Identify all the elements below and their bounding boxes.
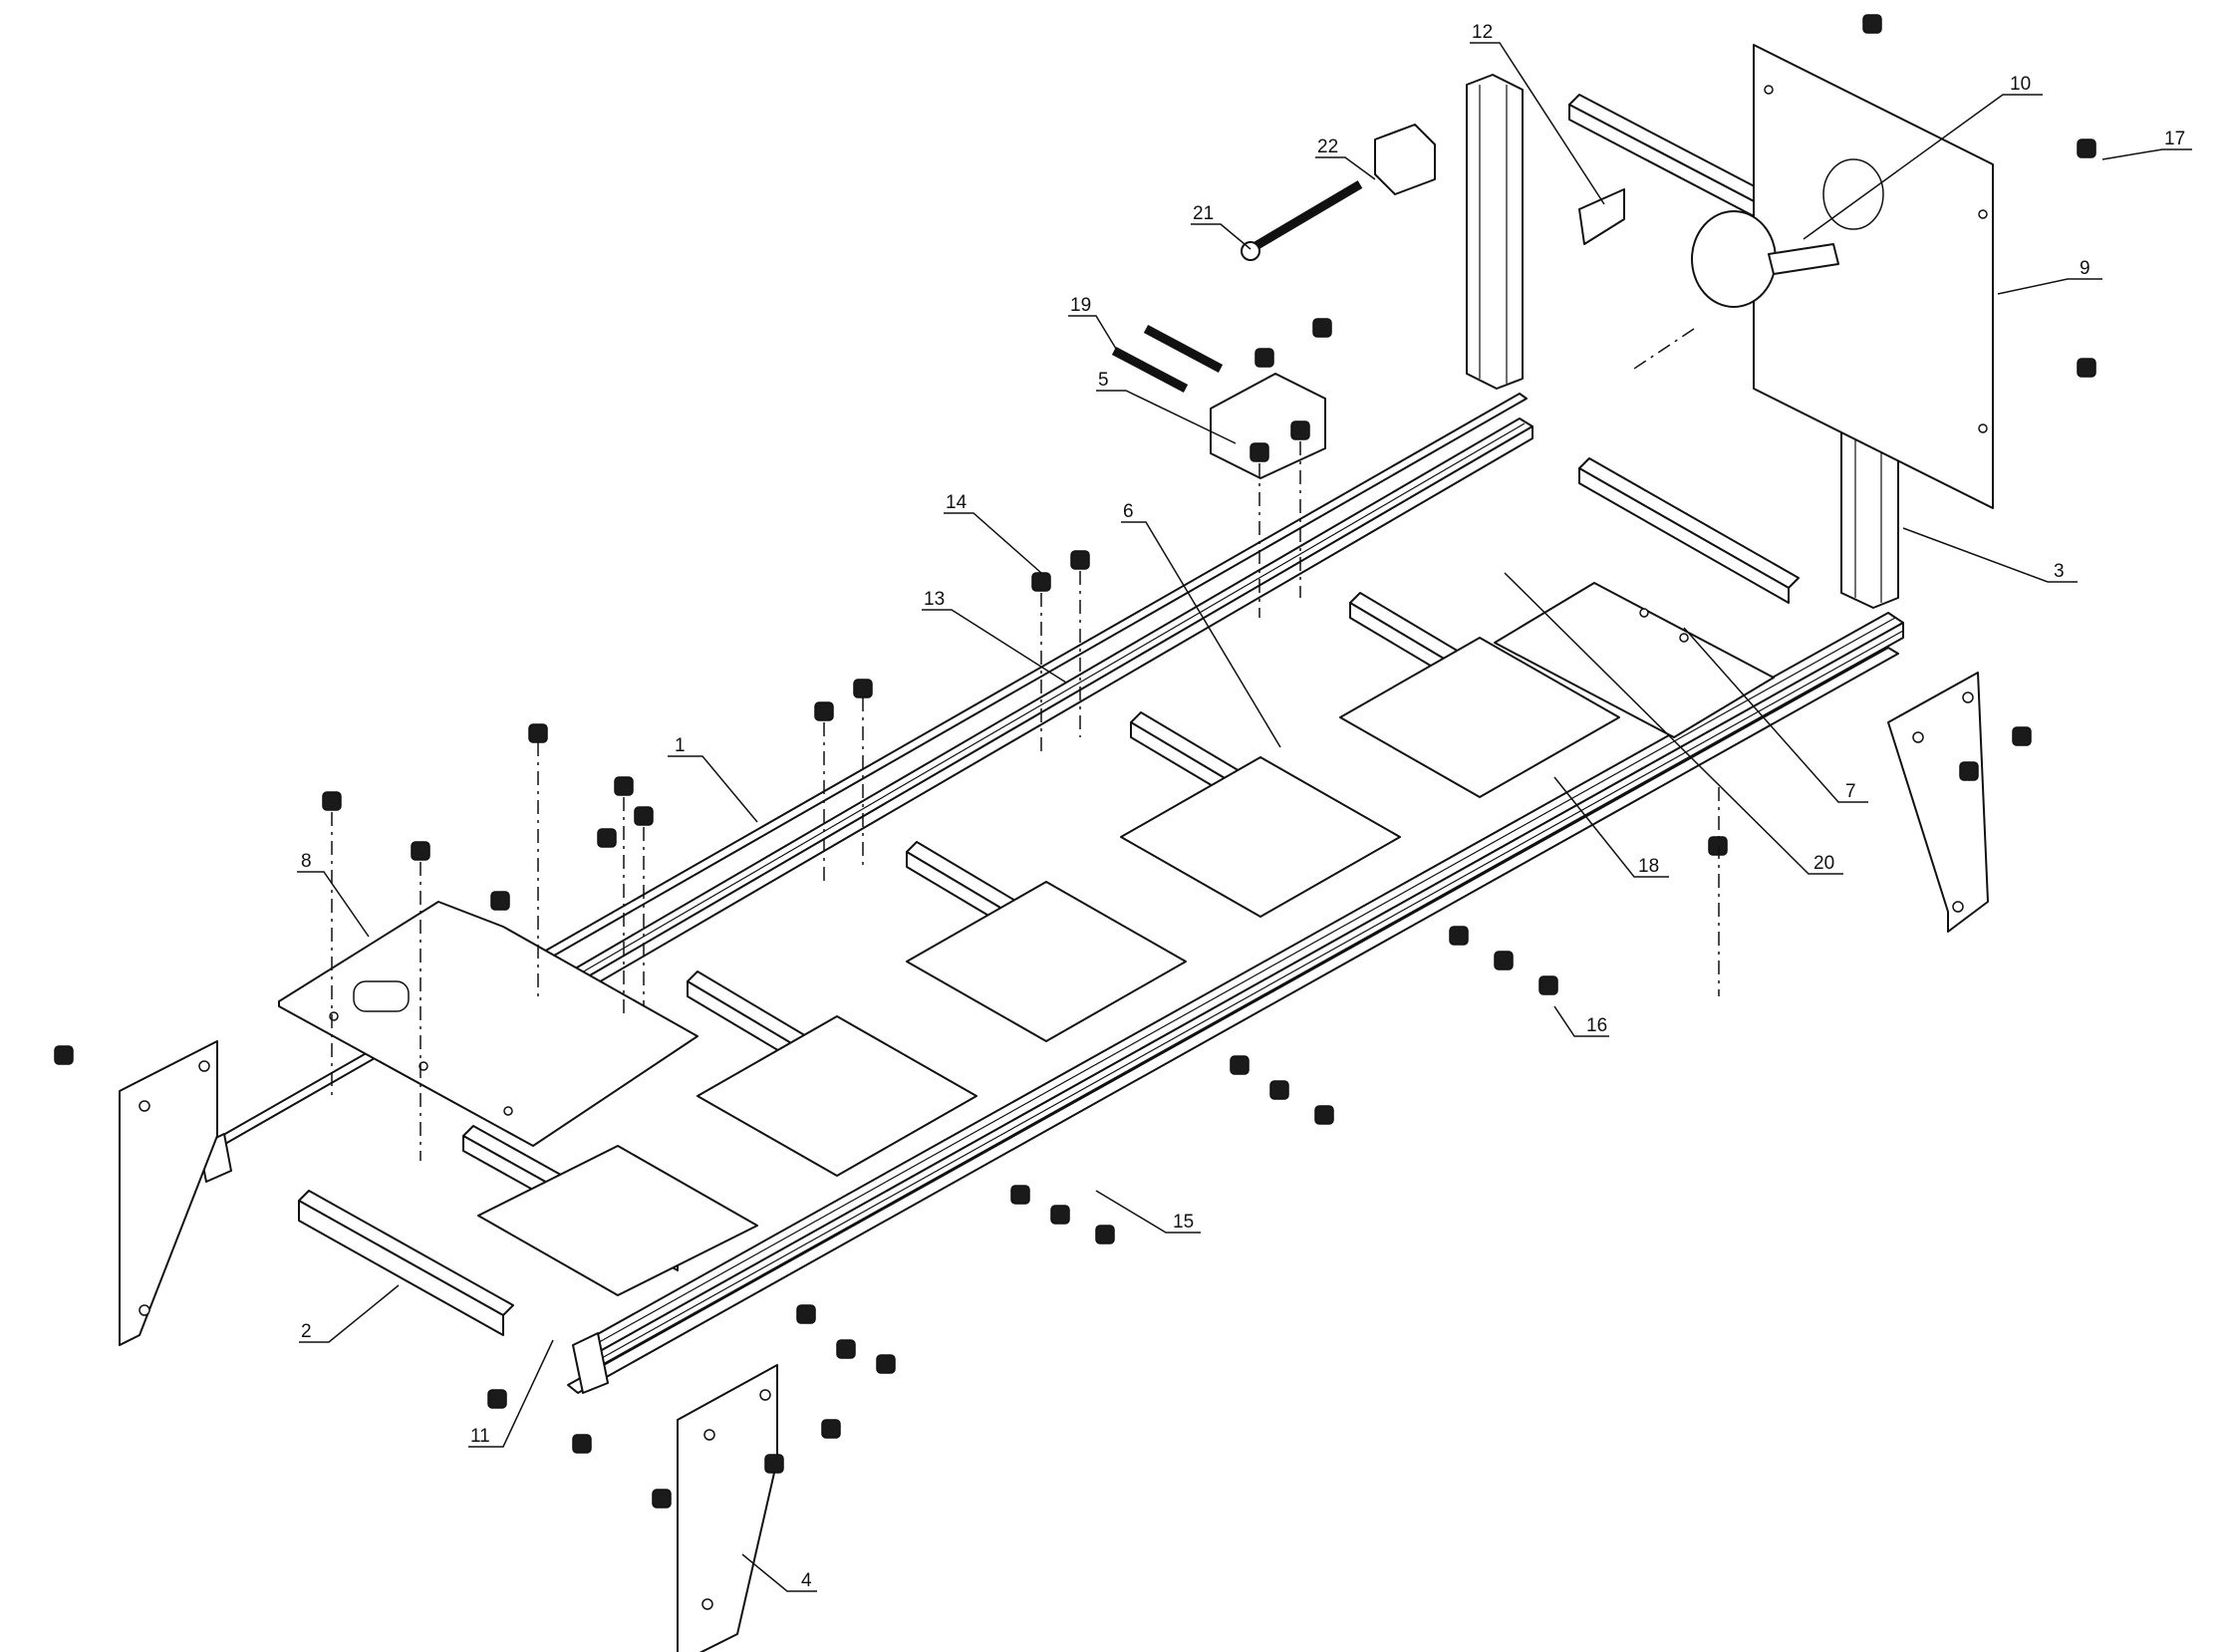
callout-2: 2 xyxy=(299,1284,400,1343)
callout-label-10: 10 xyxy=(2010,74,2031,95)
callout-label-4: 4 xyxy=(801,1570,812,1591)
callout-4: 4 xyxy=(741,1553,817,1592)
callout-label-19: 19 xyxy=(1070,295,1091,316)
end-plate-8 xyxy=(278,901,698,1147)
callout-22: 22 xyxy=(1315,137,1376,180)
callout-9: 9 xyxy=(1997,258,2102,295)
callout-10: 10 xyxy=(1803,74,2043,240)
callout-label-12: 12 xyxy=(1472,22,1493,43)
mid-plate-1 xyxy=(477,1145,758,1296)
callout-5: 5 xyxy=(1096,370,1237,444)
callout-11: 11 xyxy=(468,1339,554,1448)
callout-21: 21 xyxy=(1191,203,1252,250)
mid-plate-5 xyxy=(1339,637,1620,798)
callout-6: 6 xyxy=(1121,501,1281,748)
callout-label-18: 18 xyxy=(1638,856,1659,877)
callout-label-3: 3 xyxy=(2054,561,2065,582)
callout-label-13: 13 xyxy=(924,589,945,610)
corner-bracket-12 xyxy=(1578,188,1625,245)
callout-label-2: 2 xyxy=(301,1321,312,1342)
end-plate-7 xyxy=(1494,582,1775,738)
callout-label-21: 21 xyxy=(1193,203,1214,224)
threaded-rod-19a xyxy=(1111,347,1189,393)
callout-13: 13 xyxy=(922,589,1067,684)
main-rail-back xyxy=(552,417,1533,1002)
cross-rail-7 xyxy=(1578,457,1800,604)
callout-label-5: 5 xyxy=(1098,370,1109,391)
leg-right xyxy=(1887,672,1989,933)
callout-label-20: 20 xyxy=(1813,853,1834,874)
callout-label-9: 9 xyxy=(2080,258,2091,279)
upright-back xyxy=(1466,74,1524,390)
callout-16: 16 xyxy=(1553,1005,1609,1037)
callout-14: 14 xyxy=(944,492,1042,574)
main-rail-front xyxy=(577,612,1904,1371)
callout-8: 8 xyxy=(297,851,370,938)
leg-left xyxy=(119,1040,218,1346)
bracket-block-5 xyxy=(1210,373,1326,479)
callout-17: 17 xyxy=(2101,129,2192,160)
corner-bracket-22 xyxy=(1374,124,1436,195)
mid-plate-3 xyxy=(906,881,1187,1042)
callout-label-11: 11 xyxy=(470,1426,490,1447)
callout-1: 1 xyxy=(668,735,758,823)
callout-3: 3 xyxy=(1902,527,2078,583)
callout-label-17: 17 xyxy=(2164,129,2185,149)
callout-label-7: 7 xyxy=(1845,781,1856,802)
threaded-rod-21 xyxy=(1241,180,1363,261)
threaded-rod-19b xyxy=(1143,325,1224,373)
top-rail-back xyxy=(1568,94,1790,230)
callout-label-6: 6 xyxy=(1123,501,1134,522)
callout-label-14: 14 xyxy=(946,492,968,513)
callout-label-22: 22 xyxy=(1317,137,1338,157)
assembly-axes xyxy=(331,328,1720,1161)
callout-7: 7 xyxy=(1683,627,1868,803)
mid-plate-2 xyxy=(697,1015,977,1177)
main-rail-front-lower xyxy=(567,647,1899,1394)
callout-label-1: 1 xyxy=(675,735,686,756)
callout-19: 19 xyxy=(1068,295,1117,350)
bolts xyxy=(54,14,2096,1509)
callout-15: 15 xyxy=(1095,1190,1201,1234)
mid-plate-4 xyxy=(1120,756,1401,918)
callout-18: 18 xyxy=(1553,776,1669,878)
callout-label-16: 16 xyxy=(1586,1015,1607,1036)
motor-10 xyxy=(1691,210,1839,308)
callout-label-8: 8 xyxy=(301,851,312,872)
cross-rail-1 xyxy=(298,1190,514,1336)
callout-12: 12 xyxy=(1470,22,1605,205)
mount-plate-9 xyxy=(1753,44,1994,509)
callout-20: 20 xyxy=(1504,572,1843,875)
leg-front xyxy=(677,1364,778,1652)
callout-label-15: 15 xyxy=(1173,1212,1194,1233)
